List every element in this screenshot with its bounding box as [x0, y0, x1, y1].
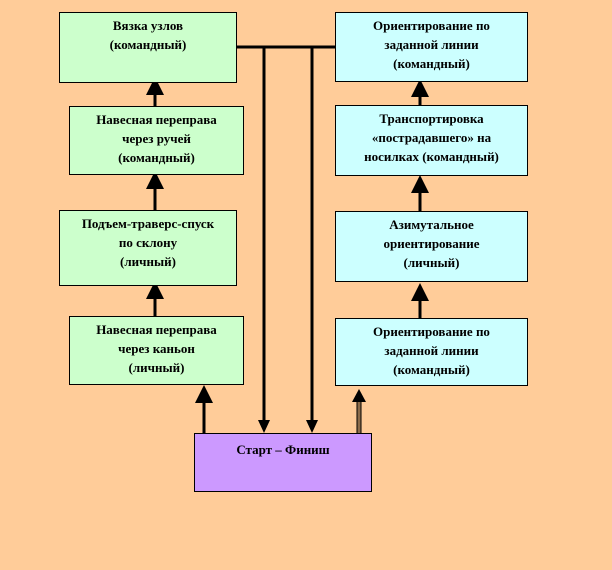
arrowhead [352, 389, 366, 402]
step-azimuth-label: Азимутальное ориентирование (личный) [383, 217, 480, 270]
step-orient-line-bottom: Ориентирование по заданной линии (команд… [335, 318, 528, 386]
step-orient-line-top-label: Ориентирование по заданной линии (команд… [373, 18, 490, 71]
arrowhead [306, 420, 318, 433]
step-slope-label: Подъем-траверс-спуск по склону (личный) [81, 216, 215, 269]
step-transport-label: Транспортировка «пострадавшего» на носил… [364, 111, 499, 164]
step-canyon-crossing-label: Навесная переправа через каньон (личный) [96, 322, 217, 375]
step-canyon-crossing: Навесная переправа через каньон (личный) [69, 316, 244, 385]
step-knots-label: Вязка узлов (командный) [109, 18, 187, 52]
arrowhead [258, 420, 270, 433]
step-knots: Вязка узлов (командный) [59, 12, 237, 83]
start-finish-label: Старт – Финиш [236, 442, 330, 457]
step-stream-crossing-label: Навесная переправа через ручей (командны… [96, 112, 217, 165]
step-transport: Транспортировка «пострадавшего» на носил… [335, 105, 528, 176]
step-stream-crossing: Навесная переправа через ручей (командны… [69, 106, 244, 175]
start-finish-box: Старт – Финиш [194, 433, 372, 492]
step-orient-line-top: Ориентирование по заданной линии (команд… [335, 12, 528, 82]
step-slope: Подъем-траверс-спуск по склону (личный) [59, 210, 237, 286]
step-orient-line-bottom-label: Ориентирование по заданной линии (команд… [373, 324, 490, 377]
step-azimuth: Азимутальное ориентирование (личный) [335, 211, 528, 282]
